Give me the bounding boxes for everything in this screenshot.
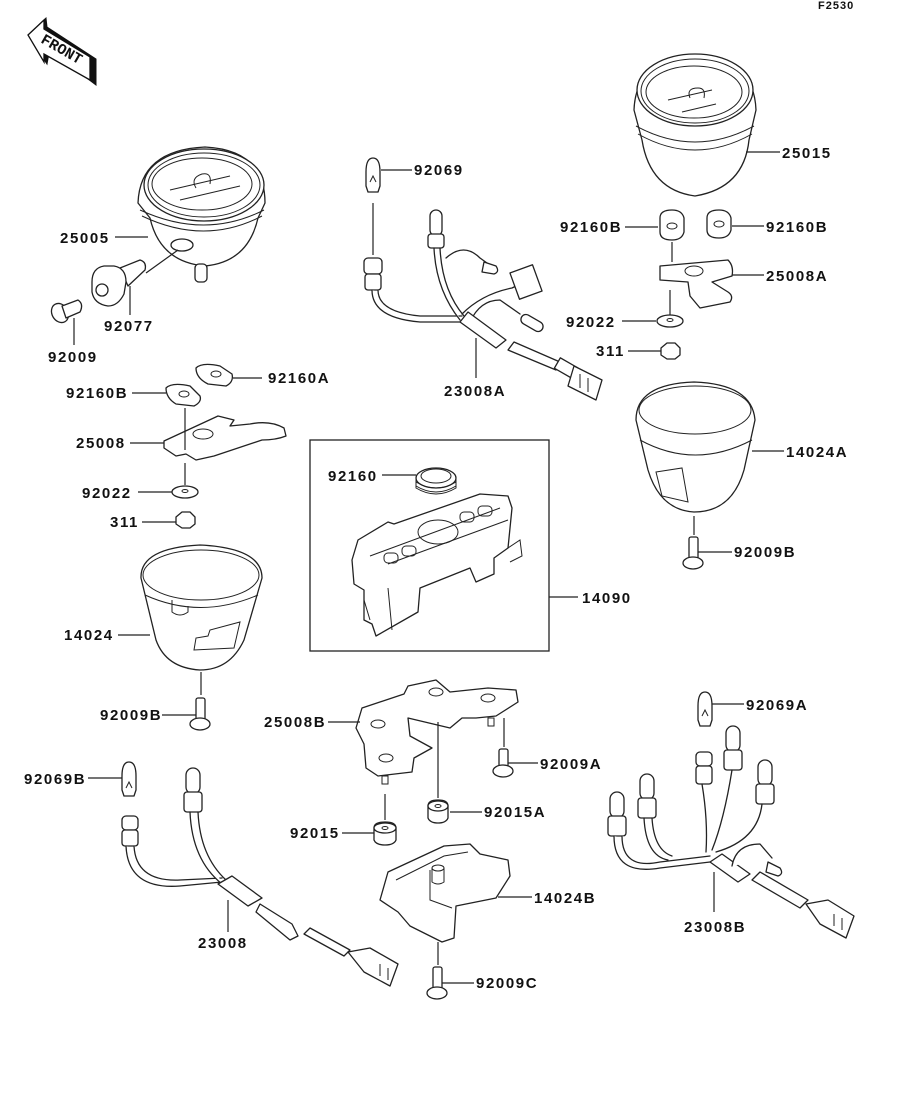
callout-25005: 25005	[60, 230, 110, 247]
grommet-92160[interactable]	[415, 467, 457, 495]
cover-14024B[interactable]	[379, 843, 511, 943]
callout-14090: 14090	[582, 590, 632, 607]
collar-92015A[interactable]	[427, 799, 449, 824]
tachometer[interactable]	[633, 53, 757, 197]
callout-92022-left: 92022	[82, 485, 132, 502]
harness-23008B[interactable]	[607, 725, 855, 939]
callout-25008B: 25008B	[264, 714, 326, 731]
callout-92069B: 92069B	[24, 771, 86, 788]
callout-92160A: 92160A	[268, 370, 330, 387]
collar-92015[interactable]	[373, 821, 397, 846]
screw-92009[interactable]	[48, 299, 83, 326]
callout-92160: 92160	[328, 468, 378, 485]
harness-23008A[interactable]	[363, 209, 603, 401]
washer-92022-right[interactable]	[656, 314, 684, 328]
callout-25008: 25008	[76, 435, 126, 452]
panel-assembly-box	[309, 439, 550, 652]
callout-92009: 92009	[48, 349, 98, 366]
damper-92160A[interactable]	[195, 363, 234, 387]
washer-92022-left[interactable]	[171, 485, 199, 499]
callout-25008A: 25008A	[766, 268, 828, 285]
screw-92009A[interactable]	[492, 748, 514, 778]
speedometer[interactable]	[137, 146, 266, 283]
callout-23008: 23008	[198, 935, 248, 952]
callout-92009B-right: 92009B	[734, 544, 796, 561]
front-arrow-icon: FRONT	[27, 16, 97, 86]
callout-311-right: 311	[596, 343, 625, 360]
callout-14024B: 14024B	[534, 890, 596, 907]
bracket-25008A[interactable]	[659, 259, 734, 309]
callout-92009A: 92009A	[540, 756, 602, 773]
callout-92160B-left: 92160B	[66, 385, 128, 402]
callout-23008B: 23008B	[684, 919, 746, 936]
bulb-92069B[interactable]	[121, 761, 137, 797]
damper-92160B-left[interactable]	[165, 383, 202, 407]
callout-92069: 92069	[414, 162, 464, 179]
callout-14024: 14024	[64, 627, 114, 644]
callout-92015: 92015	[290, 825, 340, 842]
cover-14024[interactable]	[140, 544, 263, 671]
bracket-25008[interactable]	[163, 415, 287, 461]
drive-gear[interactable]	[91, 249, 179, 307]
callout-92160B-right-b: 92160B	[766, 219, 828, 236]
callout-92022-right: 92022	[566, 314, 616, 331]
bulb-92069[interactable]	[365, 157, 381, 193]
screw-92009B-left[interactable]	[189, 697, 211, 731]
callout-14024A: 14024A	[786, 444, 848, 461]
callout-92015A: 92015A	[484, 804, 546, 821]
nut-311-left[interactable]	[175, 511, 196, 529]
nut-311-right[interactable]	[660, 342, 681, 360]
callout-311-left: 311	[110, 514, 139, 531]
harness-23008[interactable]	[121, 767, 399, 987]
damper-92160B-right-b[interactable]	[706, 209, 732, 239]
callout-92077: 92077	[104, 318, 154, 335]
meter-panel-14090[interactable]	[351, 493, 523, 637]
callout-92009C: 92009C	[476, 975, 538, 992]
callout-23008A: 23008A	[444, 383, 506, 400]
bracket-25008B[interactable]	[355, 679, 519, 785]
callout-92160B-right-a: 92160B	[560, 219, 622, 236]
screw-92009C[interactable]	[426, 966, 448, 1000]
callout-92069A: 92069A	[746, 697, 808, 714]
damper-92160B-right-a[interactable]	[659, 209, 685, 241]
screw-92009B-right[interactable]	[682, 536, 704, 570]
figure-id: F2530	[818, 0, 854, 12]
bulb-92069A[interactable]	[697, 691, 713, 727]
cover-14024A[interactable]	[635, 381, 756, 513]
callout-92009B-left: 92009B	[100, 707, 162, 724]
callout-25015: 25015	[782, 145, 832, 162]
